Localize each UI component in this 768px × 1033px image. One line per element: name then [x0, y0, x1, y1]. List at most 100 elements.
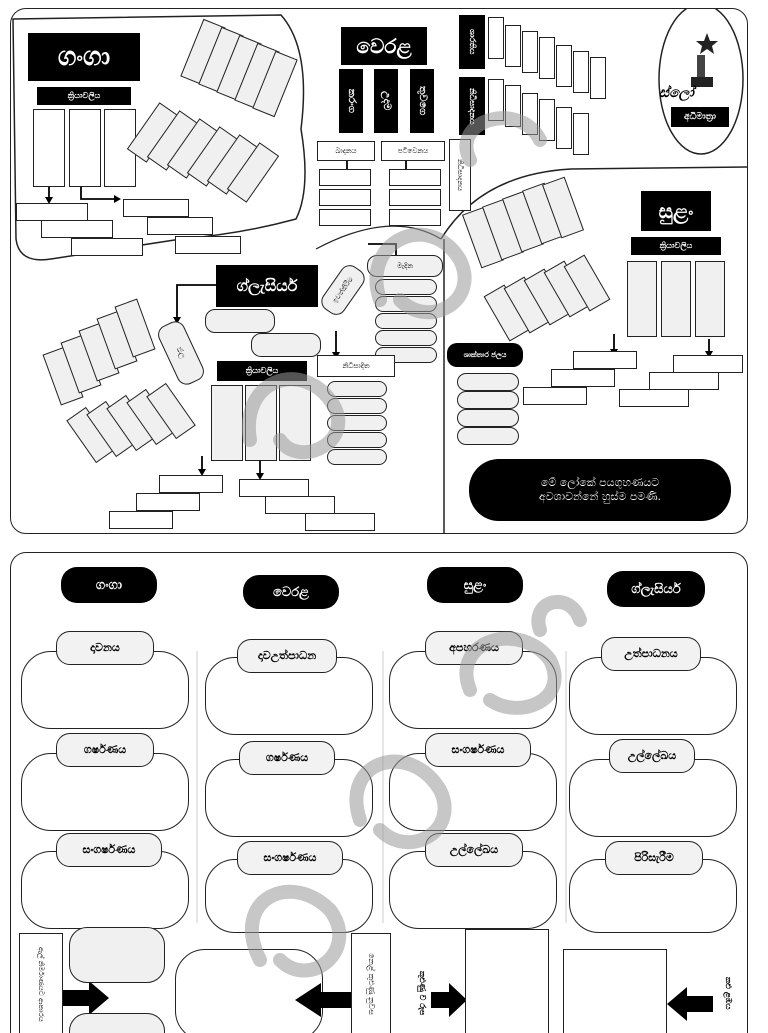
- bottom-answer-box-1[interactable]: [465, 929, 549, 1033]
- glacier-dep-pill-3[interactable]: [327, 415, 387, 431]
- werala-box-r1[interactable]: [389, 169, 441, 186]
- werala-label-3: නිධිසාදනය: [449, 139, 471, 211]
- bottom-answer-pill-2[interactable]: [69, 1013, 165, 1033]
- sulan-step-2[interactable]: [551, 369, 615, 387]
- werala-col-1: කරංග: [339, 69, 363, 133]
- werala-box-l1[interactable]: [319, 169, 371, 186]
- sulan-box-1[interactable]: [627, 261, 657, 337]
- col1-label-2: ගර්ෂණය: [56, 733, 154, 767]
- staircase-a-1[interactable]: [488, 17, 504, 59]
- ganga-step-4[interactable]: [123, 199, 189, 217]
- werala-box-r2[interactable]: [389, 189, 441, 206]
- staircase-b-5[interactable]: [556, 107, 572, 149]
- glacier-step-3[interactable]: [109, 511, 173, 529]
- staircase-a-3[interactable]: [522, 31, 538, 73]
- sulan-pill-3[interactable]: [457, 409, 519, 427]
- staircase-b-6[interactable]: [573, 113, 589, 155]
- bottom-vertical-label-2: නෙළ් කුළුණු නුවස: [351, 933, 391, 1033]
- glacier-dep-pill-4[interactable]: [327, 432, 387, 448]
- sulan-pill-4[interactable]: [457, 427, 519, 445]
- staircase-a-2[interactable]: [505, 25, 521, 67]
- glacier-mid-pill-2[interactable]: [375, 296, 437, 312]
- header-werala: වෙරළ: [243, 575, 339, 609]
- staircase-b-1[interactable]: [488, 79, 504, 121]
- sulan-step-1[interactable]: [573, 351, 637, 369]
- glacier-pill-1[interactable]: [205, 309, 275, 333]
- header-ganga: ගංගා: [61, 567, 157, 603]
- sulan-step-6[interactable]: [619, 389, 689, 407]
- bottom-vertical-label-3: කුළුණු ව රූප: [418, 970, 427, 1016]
- glacier-step-1[interactable]: [159, 475, 223, 493]
- staircase-b-3[interactable]: [522, 93, 538, 135]
- ganga-step-3[interactable]: [71, 238, 143, 256]
- glacier-process-tag: ක්‍රියාවලිය: [217, 361, 307, 381]
- col4-label-3: පිරිසැරීම: [605, 841, 703, 875]
- staircase-a-7[interactable]: [590, 57, 606, 99]
- glacier-dep-pill-2[interactable]: [327, 398, 387, 414]
- ganga-box-2[interactable]: [69, 109, 101, 187]
- glacier-step-2[interactable]: [136, 493, 200, 511]
- werala-label-1: ඛාදනය: [317, 141, 375, 161]
- glacier-box-1[interactable]: [211, 385, 243, 461]
- glacier-step-5[interactable]: [265, 496, 335, 514]
- col1-label-3: සංගර්ෂණය: [56, 833, 162, 867]
- glacier-mid-pill-4[interactable]: [375, 330, 437, 346]
- col2-label-2: ගර්ෂණය: [239, 741, 335, 775]
- glacier-rotated-stack-2: [66, 382, 209, 469]
- col4-label-2: උල්ලේඛය: [609, 739, 695, 773]
- bottom-answer-box-2[interactable]: [563, 949, 667, 1033]
- werala-label-2: පටිවෙනය: [381, 141, 445, 161]
- glacier-mid-pill-3[interactable]: [375, 313, 437, 329]
- quote-line-1: මේ ලෝකේ පයගුහණයට: [540, 476, 660, 489]
- glacier-step-4[interactable]: [239, 479, 309, 497]
- topright-tag-1: ශා‍රතිය: [459, 15, 485, 69]
- arrow-left-icon-2: [667, 987, 713, 1025]
- header-sulan: සුළං: [427, 567, 523, 603]
- quote-note: මේ ලෝකේ පයගුහණයට අවශාවන්නේ හුස්ම පමණි.: [469, 459, 731, 521]
- sulan-step-4[interactable]: [673, 355, 743, 373]
- glacier-title: ග්ලැසියර්: [216, 265, 318, 307]
- staircase-a-5[interactable]: [556, 45, 572, 87]
- werala-box-r3[interactable]: [389, 209, 441, 226]
- ganga-step-2[interactable]: [41, 220, 113, 238]
- sulan-box-2[interactable]: [661, 261, 691, 337]
- werala-title: වෙරළ: [341, 27, 427, 65]
- bottom-vertical-label-1: ඇල් නිර්මාණයට ආකාරය: [19, 933, 63, 1033]
- glacier-box-2[interactable]: [245, 385, 277, 461]
- glacier-dep-pill-5[interactable]: [327, 449, 387, 465]
- sulan-pill-2[interactable]: [457, 391, 519, 409]
- ganga-step-1[interactable]: [16, 203, 88, 221]
- sulan-process-tag: ක්‍රියාවලිය: [631, 237, 721, 255]
- ganga-box-1[interactable]: [33, 109, 65, 187]
- staircase-b-4[interactable]: [539, 99, 555, 141]
- sulan-step-5[interactable]: [649, 372, 719, 390]
- logo-label: අධිමාත්‍රා: [671, 107, 729, 127]
- glacier-rotated-stack-1: [42, 298, 171, 406]
- staircase-b-2[interactable]: [505, 85, 521, 127]
- col2-label-3: සංගර්ෂණය: [237, 841, 343, 875]
- sulan-pill-1[interactable]: [457, 373, 519, 391]
- werala-box-l2[interactable]: [319, 189, 371, 206]
- werala-box-l3[interactable]: [319, 209, 371, 226]
- bottom-vertical-label-4: කළු ළඹය: [724, 976, 733, 1010]
- col3-label-3: උල්ලේඛය: [425, 833, 523, 867]
- arrow-right-icon-1: [63, 981, 109, 1019]
- staircase-a-6[interactable]: [573, 51, 589, 93]
- sulan-box-3[interactable]: [695, 261, 725, 337]
- ganga-process-tag: ක්‍රියාවලිය: [37, 87, 131, 105]
- ganga-step-6[interactable]: [175, 236, 241, 254]
- ganga-step-5[interactable]: [147, 217, 213, 235]
- sulan-step-3[interactable]: [523, 387, 587, 405]
- col1-answer-1[interactable]: [21, 651, 189, 729]
- arrow-left-icon-1: [295, 983, 351, 1021]
- glacier-pill-2[interactable]: [251, 333, 321, 357]
- bottom-answer-pill-1[interactable]: [69, 927, 165, 983]
- staircase-a-4[interactable]: [539, 37, 555, 79]
- header-glacier: ග්ලැසියර්: [607, 571, 705, 607]
- glacier-dep-pill-1[interactable]: [327, 381, 387, 397]
- glacier-box-3[interactable]: [279, 385, 311, 461]
- sulan-water-label: ශාක්තාර ජලය: [447, 343, 523, 367]
- glacier-mid-pill-1[interactable]: [375, 279, 437, 295]
- glacier-step-6[interactable]: [305, 513, 375, 531]
- logo-oval: [658, 9, 744, 155]
